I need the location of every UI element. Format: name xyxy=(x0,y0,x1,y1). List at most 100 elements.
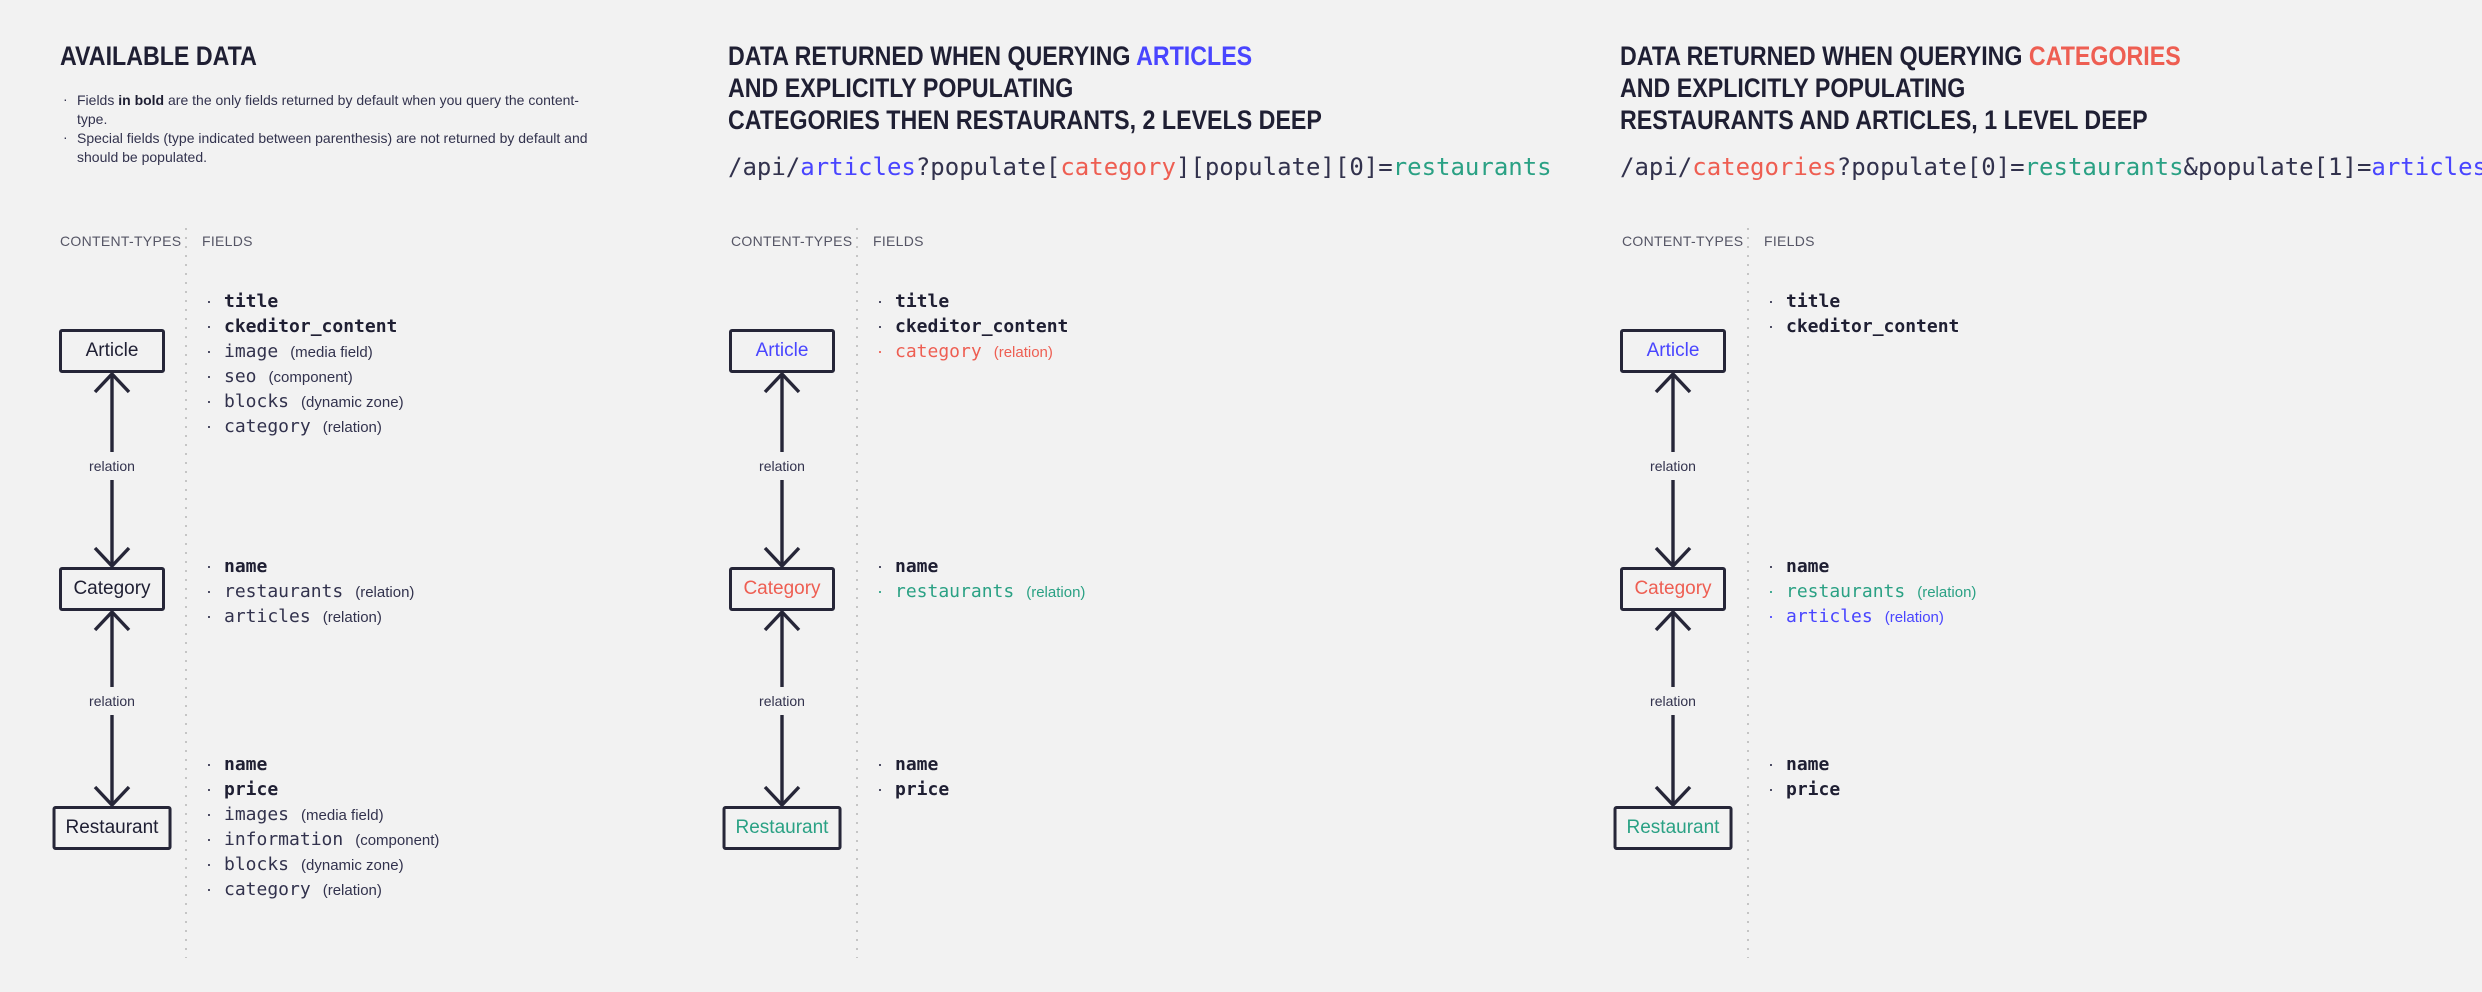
bullet-icon: · xyxy=(206,854,212,874)
field-name: category xyxy=(224,879,311,900)
bullet-icon: · xyxy=(206,416,212,436)
field-type: (relation) xyxy=(993,344,1053,361)
lane-label-content-types: CONTENT-TYPES xyxy=(60,233,182,249)
note-item: ·Special fields (type indicated between … xyxy=(60,129,605,167)
title-text: DATA RETURNED WHEN QUERYING xyxy=(728,41,1137,71)
bullet-icon: · xyxy=(63,91,68,107)
url-segment: /api/ xyxy=(728,153,801,181)
field-name: name xyxy=(895,754,939,775)
field-row: ·name xyxy=(206,754,439,779)
column-header: DATA RETURNED WHEN QUERYING ARTICLES AND… xyxy=(728,40,1552,181)
title-line: DATA RETURNED WHEN QUERYING CATEGORIES xyxy=(1620,40,2366,72)
lane-label-content-types: CONTENT-TYPES xyxy=(1622,233,1744,249)
field-row: ·title xyxy=(206,291,404,316)
field-type: (component) xyxy=(268,369,353,386)
field-name: ckeditor_content xyxy=(1786,316,1960,337)
api-url: /api/categories?populate[0]=restaurants&… xyxy=(1620,153,2482,181)
field-type: (relation) xyxy=(1884,609,1944,626)
field-row: ·category(relation) xyxy=(877,341,1068,366)
bullet-icon: · xyxy=(206,804,212,824)
bullet-icon: · xyxy=(1768,606,1774,626)
title-line: RESTAURANTS AND ARTICLES, 1 LEVEL DEEP xyxy=(1620,104,2366,136)
bullet-icon: · xyxy=(206,391,212,411)
bullet-icon: · xyxy=(206,366,212,386)
field-name: price xyxy=(1786,779,1841,800)
field-row: ·blocks(dynamic zone) xyxy=(206,854,439,879)
relation-label: relation xyxy=(1647,687,1699,715)
section-title: DATA RETURNED WHEN QUERYING ARTICLES AND… xyxy=(728,40,1436,136)
field-row: ·title xyxy=(877,291,1068,316)
field-row: · ckeditor_content xyxy=(1768,316,1959,341)
lane-label-fields: FIELDS xyxy=(202,233,253,249)
field-name: category xyxy=(224,416,311,437)
field-row: · category (relation) xyxy=(206,416,404,441)
note-text: Special fields (type indicated between p… xyxy=(77,130,588,165)
title-text: AND EXPLICITLY POPULATING xyxy=(728,73,1074,103)
field-name: title xyxy=(224,291,279,312)
bullet-icon: · xyxy=(877,316,883,336)
relation-label: relation xyxy=(86,452,138,480)
relation-label: relation xyxy=(756,452,808,480)
field-row: · name xyxy=(1768,556,1976,581)
title-line: AND EXPLICITLY POPULATING xyxy=(728,72,1436,104)
fields-list-category: ·name ·restaurants(relation) ·articles(r… xyxy=(1768,556,1976,631)
fields-list-restaurant: ·name · price · images (media field) · infor… xyxy=(206,754,439,904)
field-type: (relation) xyxy=(322,419,382,436)
bullet-icon: · xyxy=(206,829,212,849)
title-line: AND EXPLICITLY POPULATING xyxy=(1620,72,2366,104)
field-type: (relation) xyxy=(322,882,382,899)
field-type: (media field) xyxy=(301,807,384,824)
note-text: Fields xyxy=(77,92,119,108)
field-row: · name xyxy=(1768,754,1840,779)
title-accent: ARTICLES xyxy=(1136,41,1253,71)
lane-label-fields: FIELDS xyxy=(873,233,924,249)
title-text: RESTAURANTS AND ARTICLES, 1 LEVEL DEEP xyxy=(1620,105,2148,135)
bullet-icon: · xyxy=(206,581,212,601)
field-row: ·price xyxy=(1768,779,1840,804)
field-name: images xyxy=(224,804,290,825)
lane-divider xyxy=(856,228,858,958)
field-name: name xyxy=(1786,754,1830,775)
field-type: (media field) xyxy=(290,344,373,361)
content-type-box-article: Article xyxy=(729,329,835,373)
field-row: · seo (component) xyxy=(206,366,404,391)
field-row: ·name xyxy=(877,556,1085,581)
field-row: · images (media field) xyxy=(206,804,439,829)
field-name: articles xyxy=(224,606,311,627)
url-segment: ?populate[ xyxy=(915,153,1061,181)
note-item: ·Fields in bold are the only fields retu… xyxy=(60,91,605,129)
fields-list-restaurant: · name ·price xyxy=(1768,754,1840,804)
bullet-icon: · xyxy=(1768,556,1774,576)
field-row: ·ckeditor_content xyxy=(206,316,404,341)
field-name: information xyxy=(224,829,344,850)
note-text: are the only fields returned by default … xyxy=(77,92,579,127)
field-type: (relation) xyxy=(322,609,382,626)
url-segment: &populate[1]= xyxy=(2183,153,2372,181)
title-text: AND EXPLICITLY POPULATING xyxy=(1620,73,1966,103)
bullet-icon: · xyxy=(1768,291,1774,311)
field-row: ·blocks(dynamic zone) xyxy=(206,391,404,416)
field-name: blocks xyxy=(224,854,290,875)
url-segment: restaurants xyxy=(1392,153,1552,181)
relation-label: relation xyxy=(1647,452,1699,480)
field-name: price xyxy=(224,779,279,800)
bullet-icon: · xyxy=(877,291,883,311)
field-row: ·ckeditor_content xyxy=(877,316,1068,341)
title-line: CATEGORIES THEN RESTAURANTS, 2 LEVELS DE… xyxy=(728,104,1436,136)
field-name: seo xyxy=(224,366,257,387)
bullet-icon: · xyxy=(1768,754,1774,774)
column-header: AVAILABLE DATA ·Fields in bold are the o… xyxy=(60,40,605,167)
title-text: CATEGORIES THEN RESTAURANTS, 2 LEVELS DE… xyxy=(728,105,1322,135)
bullet-icon: · xyxy=(877,581,883,601)
bullet-icon: · xyxy=(206,606,212,626)
content-type-box-article: Article xyxy=(1620,329,1726,373)
field-name: name xyxy=(1786,556,1830,577)
fields-list-article: ·title ·ckeditor_content ·category(relat… xyxy=(877,291,1068,366)
field-name: blocks xyxy=(224,391,290,412)
section-title: DATA RETURNED WHEN QUERYING CATEGORIES A… xyxy=(1620,40,2366,136)
bullet-icon: · xyxy=(1768,316,1774,336)
lane-divider xyxy=(1747,228,1749,958)
field-type: (relation) xyxy=(355,584,415,601)
lane-label-content-types: CONTENT-TYPES xyxy=(731,233,853,249)
url-segment: ][populate][0]= xyxy=(1175,153,1393,181)
